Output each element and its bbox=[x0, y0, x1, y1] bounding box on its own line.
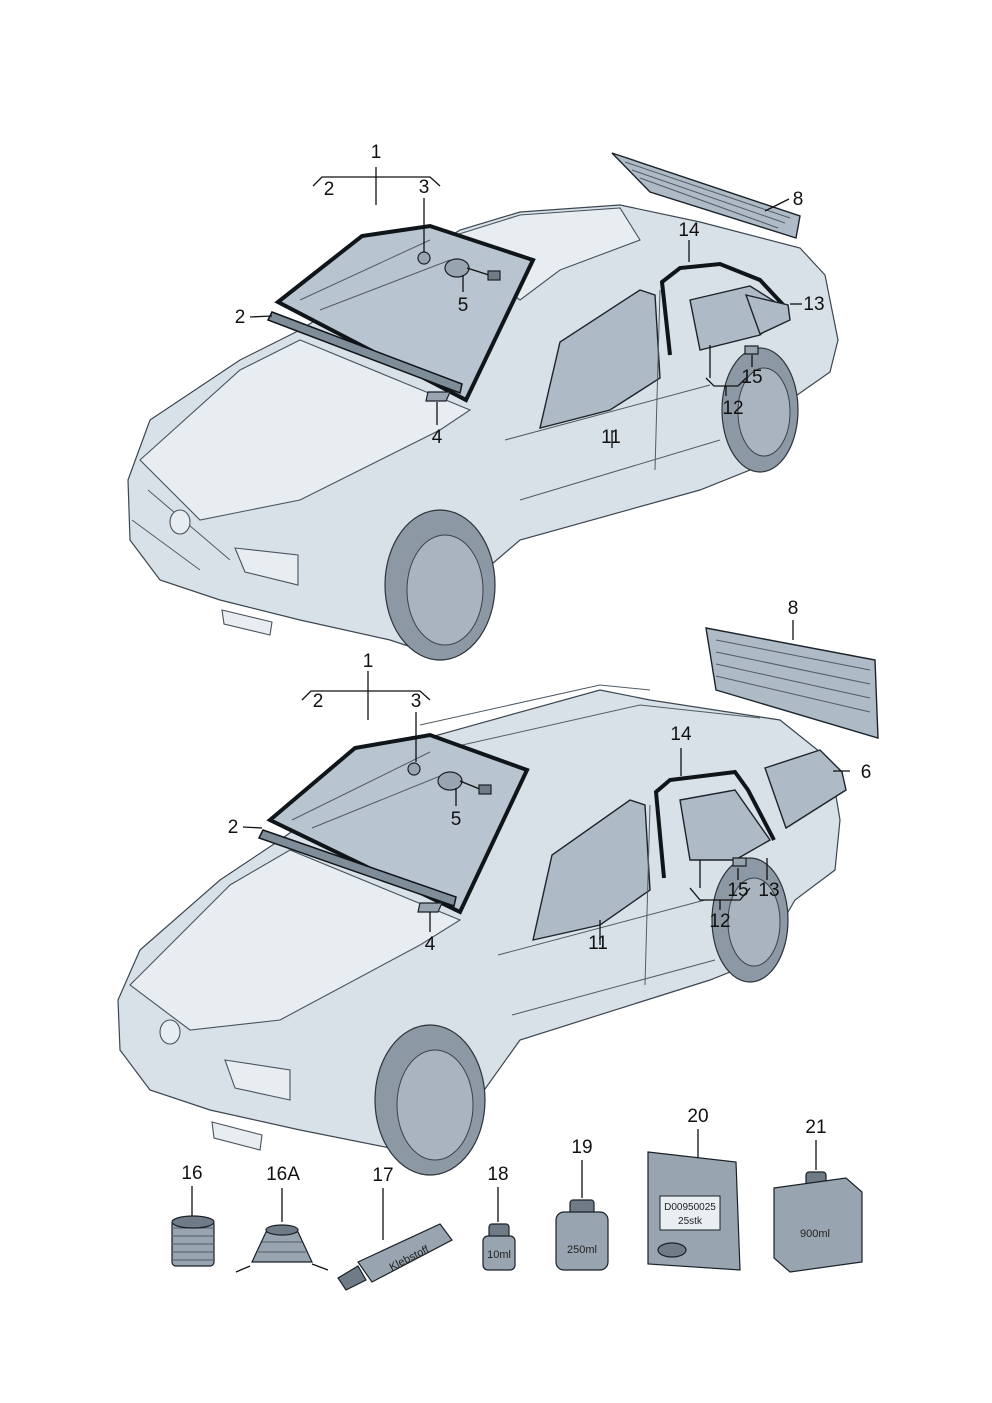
sedan-callout-15: 15 bbox=[741, 367, 762, 388]
part-20-bag: D00950025 25stk 20 bbox=[647, 1106, 741, 1271]
sedan-callout-3: 3 bbox=[419, 177, 430, 198]
part-18-small-bottle: 10ml 18 bbox=[482, 1164, 516, 1271]
sedan-callout-1: 1 bbox=[371, 142, 382, 163]
sedan-windshield-seal bbox=[266, 311, 463, 395]
wagon-callouts: 1 2 3 2 5 4 8 14 6 15 13 12 11 bbox=[228, 598, 872, 955]
part-16a-cone: 16A bbox=[235, 1164, 329, 1273]
wagon-callout-6: 6 bbox=[861, 762, 872, 783]
sedan-illustration bbox=[127, 152, 839, 661]
part-callout-20: 20 bbox=[687, 1106, 708, 1127]
sedan-callout-13: 13 bbox=[803, 294, 824, 315]
sedan-front-door-window bbox=[539, 289, 661, 429]
wagon-callout-13: 13 bbox=[758, 880, 779, 901]
wagon-rear-window-part bbox=[705, 627, 879, 739]
sedan-callout-4: 4 bbox=[432, 427, 443, 448]
part-callout-19: 19 bbox=[571, 1137, 592, 1158]
sedan-callout-5: 5 bbox=[458, 295, 469, 316]
wagon-callout-15: 15 bbox=[727, 880, 748, 901]
part-callout-18: 18 bbox=[487, 1164, 508, 1185]
wagon-callout-4: 4 bbox=[425, 934, 436, 955]
part-16-coil: 16 bbox=[171, 1163, 215, 1267]
wagon-quarter-window bbox=[764, 749, 847, 830]
wagon-callout-11: 11 bbox=[588, 933, 608, 954]
part-17-adhesive-tube: Klebstoff 17 bbox=[337, 1165, 453, 1291]
part-callout-16a: 16A bbox=[266, 1164, 300, 1185]
sedan-callout-2b: 2 bbox=[235, 307, 246, 328]
wagon-callout-14: 14 bbox=[670, 724, 692, 745]
can-label: 250ml bbox=[567, 1244, 597, 1256]
sedan-callout-8: 8 bbox=[793, 189, 804, 210]
sedan-callout-12: 12 bbox=[722, 398, 743, 419]
sedan-callout-14: 14 bbox=[678, 220, 700, 241]
wagon-callout-2a: 2 bbox=[313, 691, 324, 712]
wagon-callout-2b: 2 bbox=[228, 817, 239, 838]
bag-code: D00950025 bbox=[664, 1202, 716, 1213]
bottle-label: 10ml bbox=[487, 1249, 511, 1261]
canister-label: 900ml bbox=[800, 1228, 830, 1240]
sedan-callout-11: 11 bbox=[601, 427, 621, 448]
sedan-rear-door-frame bbox=[659, 261, 790, 356]
wagon-rear-door-frame bbox=[653, 769, 776, 879]
sedan-callouts: 1 2 3 2 5 4 8 14 13 15 12 11 bbox=[235, 142, 825, 448]
bag-count: 25stk bbox=[678, 1216, 703, 1227]
wagon-callout-1: 1 bbox=[363, 651, 374, 672]
part-callout-17: 17 bbox=[372, 1165, 393, 1186]
part-callout-21: 21 bbox=[805, 1117, 826, 1138]
wagon-callout-8: 8 bbox=[788, 598, 799, 619]
wagon-callout-3: 3 bbox=[411, 691, 422, 712]
loose-parts: 16 16A Klebstoff 17 10ml 18 bbox=[171, 1106, 863, 1291]
wagon-callout-5: 5 bbox=[451, 809, 462, 830]
part-19-can: 250ml 19 bbox=[555, 1137, 609, 1271]
part-callout-16: 16 bbox=[181, 1163, 202, 1184]
wagon-windshield-seal bbox=[257, 829, 457, 907]
wagon-callout-12: 12 bbox=[709, 911, 730, 932]
part-21-canister: 900ml 21 bbox=[773, 1117, 863, 1273]
sedan-callout-2a: 2 bbox=[324, 179, 335, 200]
wagon-illustration bbox=[117, 627, 879, 1176]
